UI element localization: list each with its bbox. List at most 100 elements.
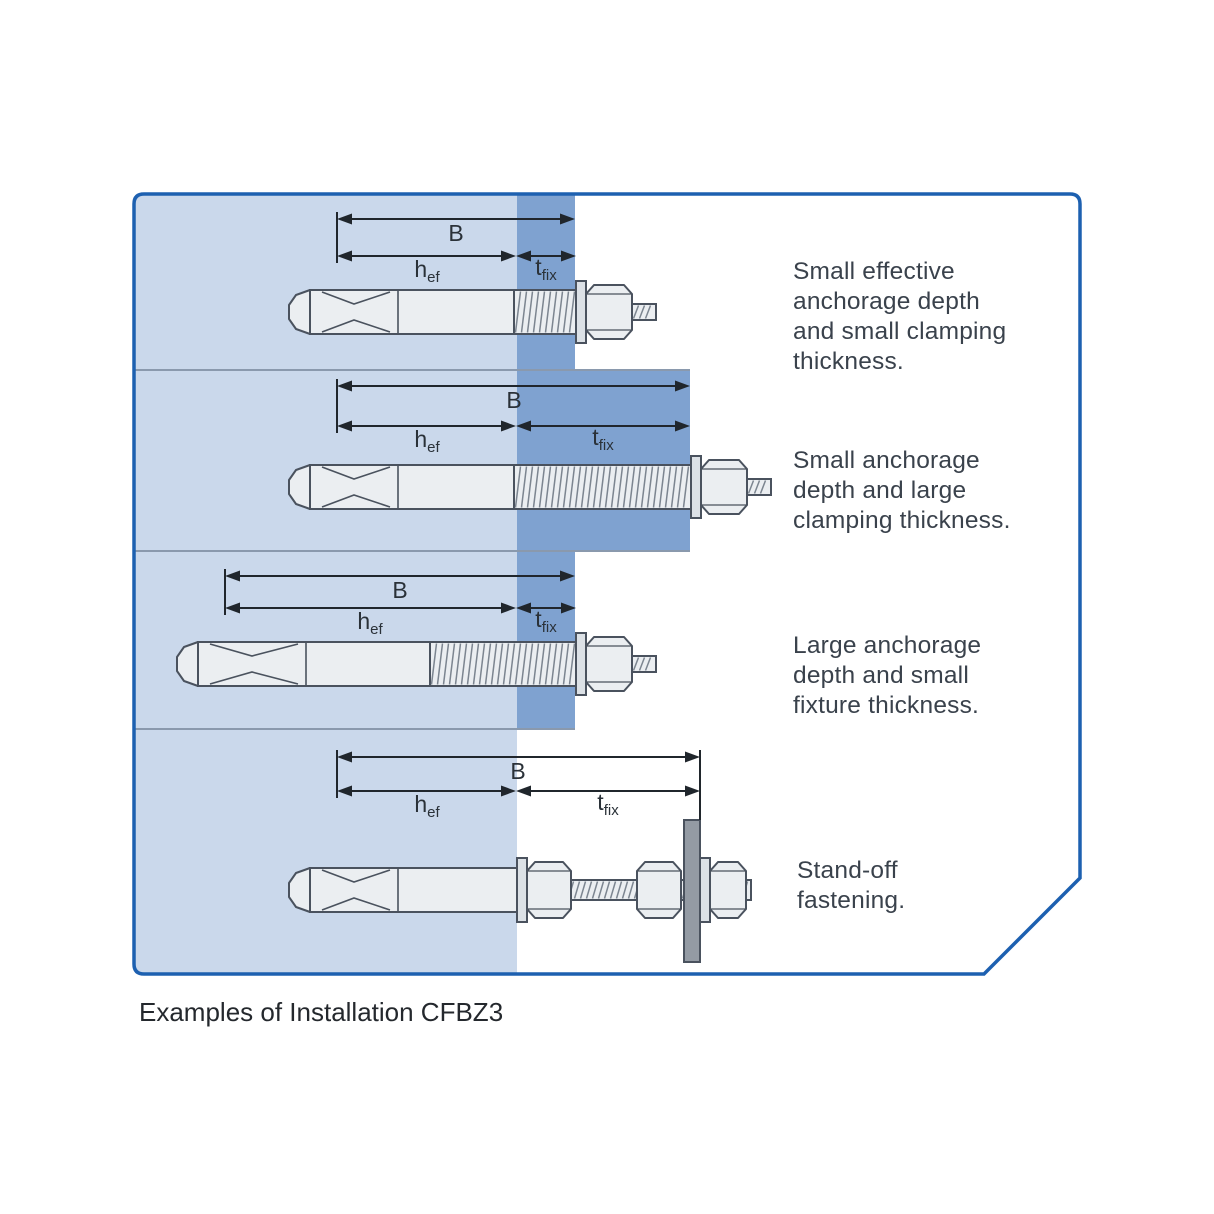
thread-line <box>753 480 761 494</box>
thread-line <box>632 305 640 319</box>
expansion-clip-detail <box>321 466 391 480</box>
thread-line <box>520 643 528 685</box>
label-b-text: B <box>448 220 463 246</box>
label-b-row2: B <box>506 387 521 413</box>
expansion-clip-detail <box>321 291 391 305</box>
thread-line <box>502 643 510 685</box>
row3-description: Large anchorage depth and small fixture … <box>793 632 982 719</box>
label-b-text: B <box>506 387 521 413</box>
thread-line <box>682 466 690 508</box>
label-hef-row3: hef <box>357 608 383 638</box>
dimension-arrowhead <box>225 602 240 614</box>
fixture-region-row2 <box>517 370 690 551</box>
washer <box>575 632 587 696</box>
anchor-tip <box>288 867 311 913</box>
thread-line <box>478 643 486 685</box>
thread-line <box>670 466 678 508</box>
dimension-arrowhead <box>516 250 531 262</box>
label-hef-row1: hef <box>414 256 440 286</box>
label-hef-row4: hef <box>414 791 440 821</box>
thread-line <box>526 291 534 333</box>
row4-description: Stand-off fastening. <box>797 857 906 914</box>
thread-line <box>448 643 456 685</box>
label-h-sub: ef <box>370 621 383 638</box>
thread-line <box>622 466 630 508</box>
thread-line <box>579 881 587 899</box>
anchor-bolt-row3 <box>176 632 657 696</box>
dimension-arrowhead <box>560 570 575 582</box>
expansion-clip-detail <box>209 643 299 657</box>
dim-tfix-row4 <box>516 785 700 797</box>
thread-line <box>562 291 570 333</box>
thread-line <box>609 881 617 899</box>
thread-line <box>592 466 600 508</box>
thread-line <box>644 657 652 671</box>
dimension-arrowhead <box>225 570 240 582</box>
thread-line <box>658 466 666 508</box>
thread-line <box>580 466 588 508</box>
thread-line <box>632 657 640 671</box>
thread-line <box>603 881 611 899</box>
dimension-arrowhead <box>675 420 690 432</box>
thread-line <box>454 643 462 685</box>
dimension-arrowhead <box>501 250 516 262</box>
label-t-sub: fix <box>599 437 615 454</box>
washer <box>690 455 702 519</box>
thread-line <box>644 305 652 319</box>
row2-description: Small anchorage depth and large clamping… <box>793 447 1011 534</box>
thread-line <box>556 291 564 333</box>
label-h-text: h <box>414 256 427 282</box>
thread-line <box>436 643 444 685</box>
fixture-region-row3 <box>517 551 575 729</box>
thread-line <box>532 466 540 508</box>
thread-line <box>520 466 528 508</box>
thread-line <box>591 881 599 899</box>
washer <box>575 280 587 344</box>
thread-line <box>544 643 552 685</box>
anchor-tip <box>288 464 311 510</box>
anchor-tip <box>176 641 199 687</box>
thread-line <box>628 466 636 508</box>
dim-tfix-row1 <box>516 250 576 262</box>
thread-line <box>514 466 522 508</box>
dim-b-row3 <box>225 570 575 582</box>
thread-line <box>532 291 540 333</box>
label-t-sub: fix <box>542 267 558 284</box>
thread-line <box>484 643 492 685</box>
thread-line <box>442 643 450 685</box>
dim-hef-row2 <box>337 420 516 432</box>
thread-line <box>532 643 540 685</box>
thread-line <box>652 466 660 508</box>
thread-line <box>615 881 623 899</box>
thread-line <box>646 466 654 508</box>
diagram-caption: Examples of Installation CFBZ3 <box>139 997 504 1027</box>
thread-line <box>508 643 516 685</box>
label-b-text: B <box>510 758 525 784</box>
label-t-text: t <box>592 424 599 450</box>
dimension-lines <box>224 212 701 820</box>
dim-hef-row4 <box>337 785 516 797</box>
dimension-arrowhead <box>337 250 352 262</box>
dimension-arrowhead <box>560 213 575 225</box>
expansion-clip-detail <box>209 671 299 685</box>
label-t-text: t <box>535 606 542 632</box>
anchor-body <box>309 289 515 335</box>
thread-line <box>574 466 582 508</box>
thread-line <box>638 305 646 319</box>
washer <box>516 857 528 923</box>
dimension-arrowhead <box>337 751 352 763</box>
dimension-arrowhead <box>337 380 352 392</box>
thread-line <box>759 480 767 494</box>
thread-line <box>610 466 618 508</box>
label-h-sub: ef <box>427 269 440 286</box>
label-hef-row2: hef <box>414 426 440 456</box>
thread-line <box>562 643 570 685</box>
thread-line <box>562 466 570 508</box>
thread-line <box>573 881 581 899</box>
thread-line <box>634 466 642 508</box>
thread-line <box>430 643 438 685</box>
dimension-arrowhead <box>501 420 516 432</box>
dimension-arrowhead <box>337 213 352 225</box>
hex-nut <box>700 459 748 515</box>
